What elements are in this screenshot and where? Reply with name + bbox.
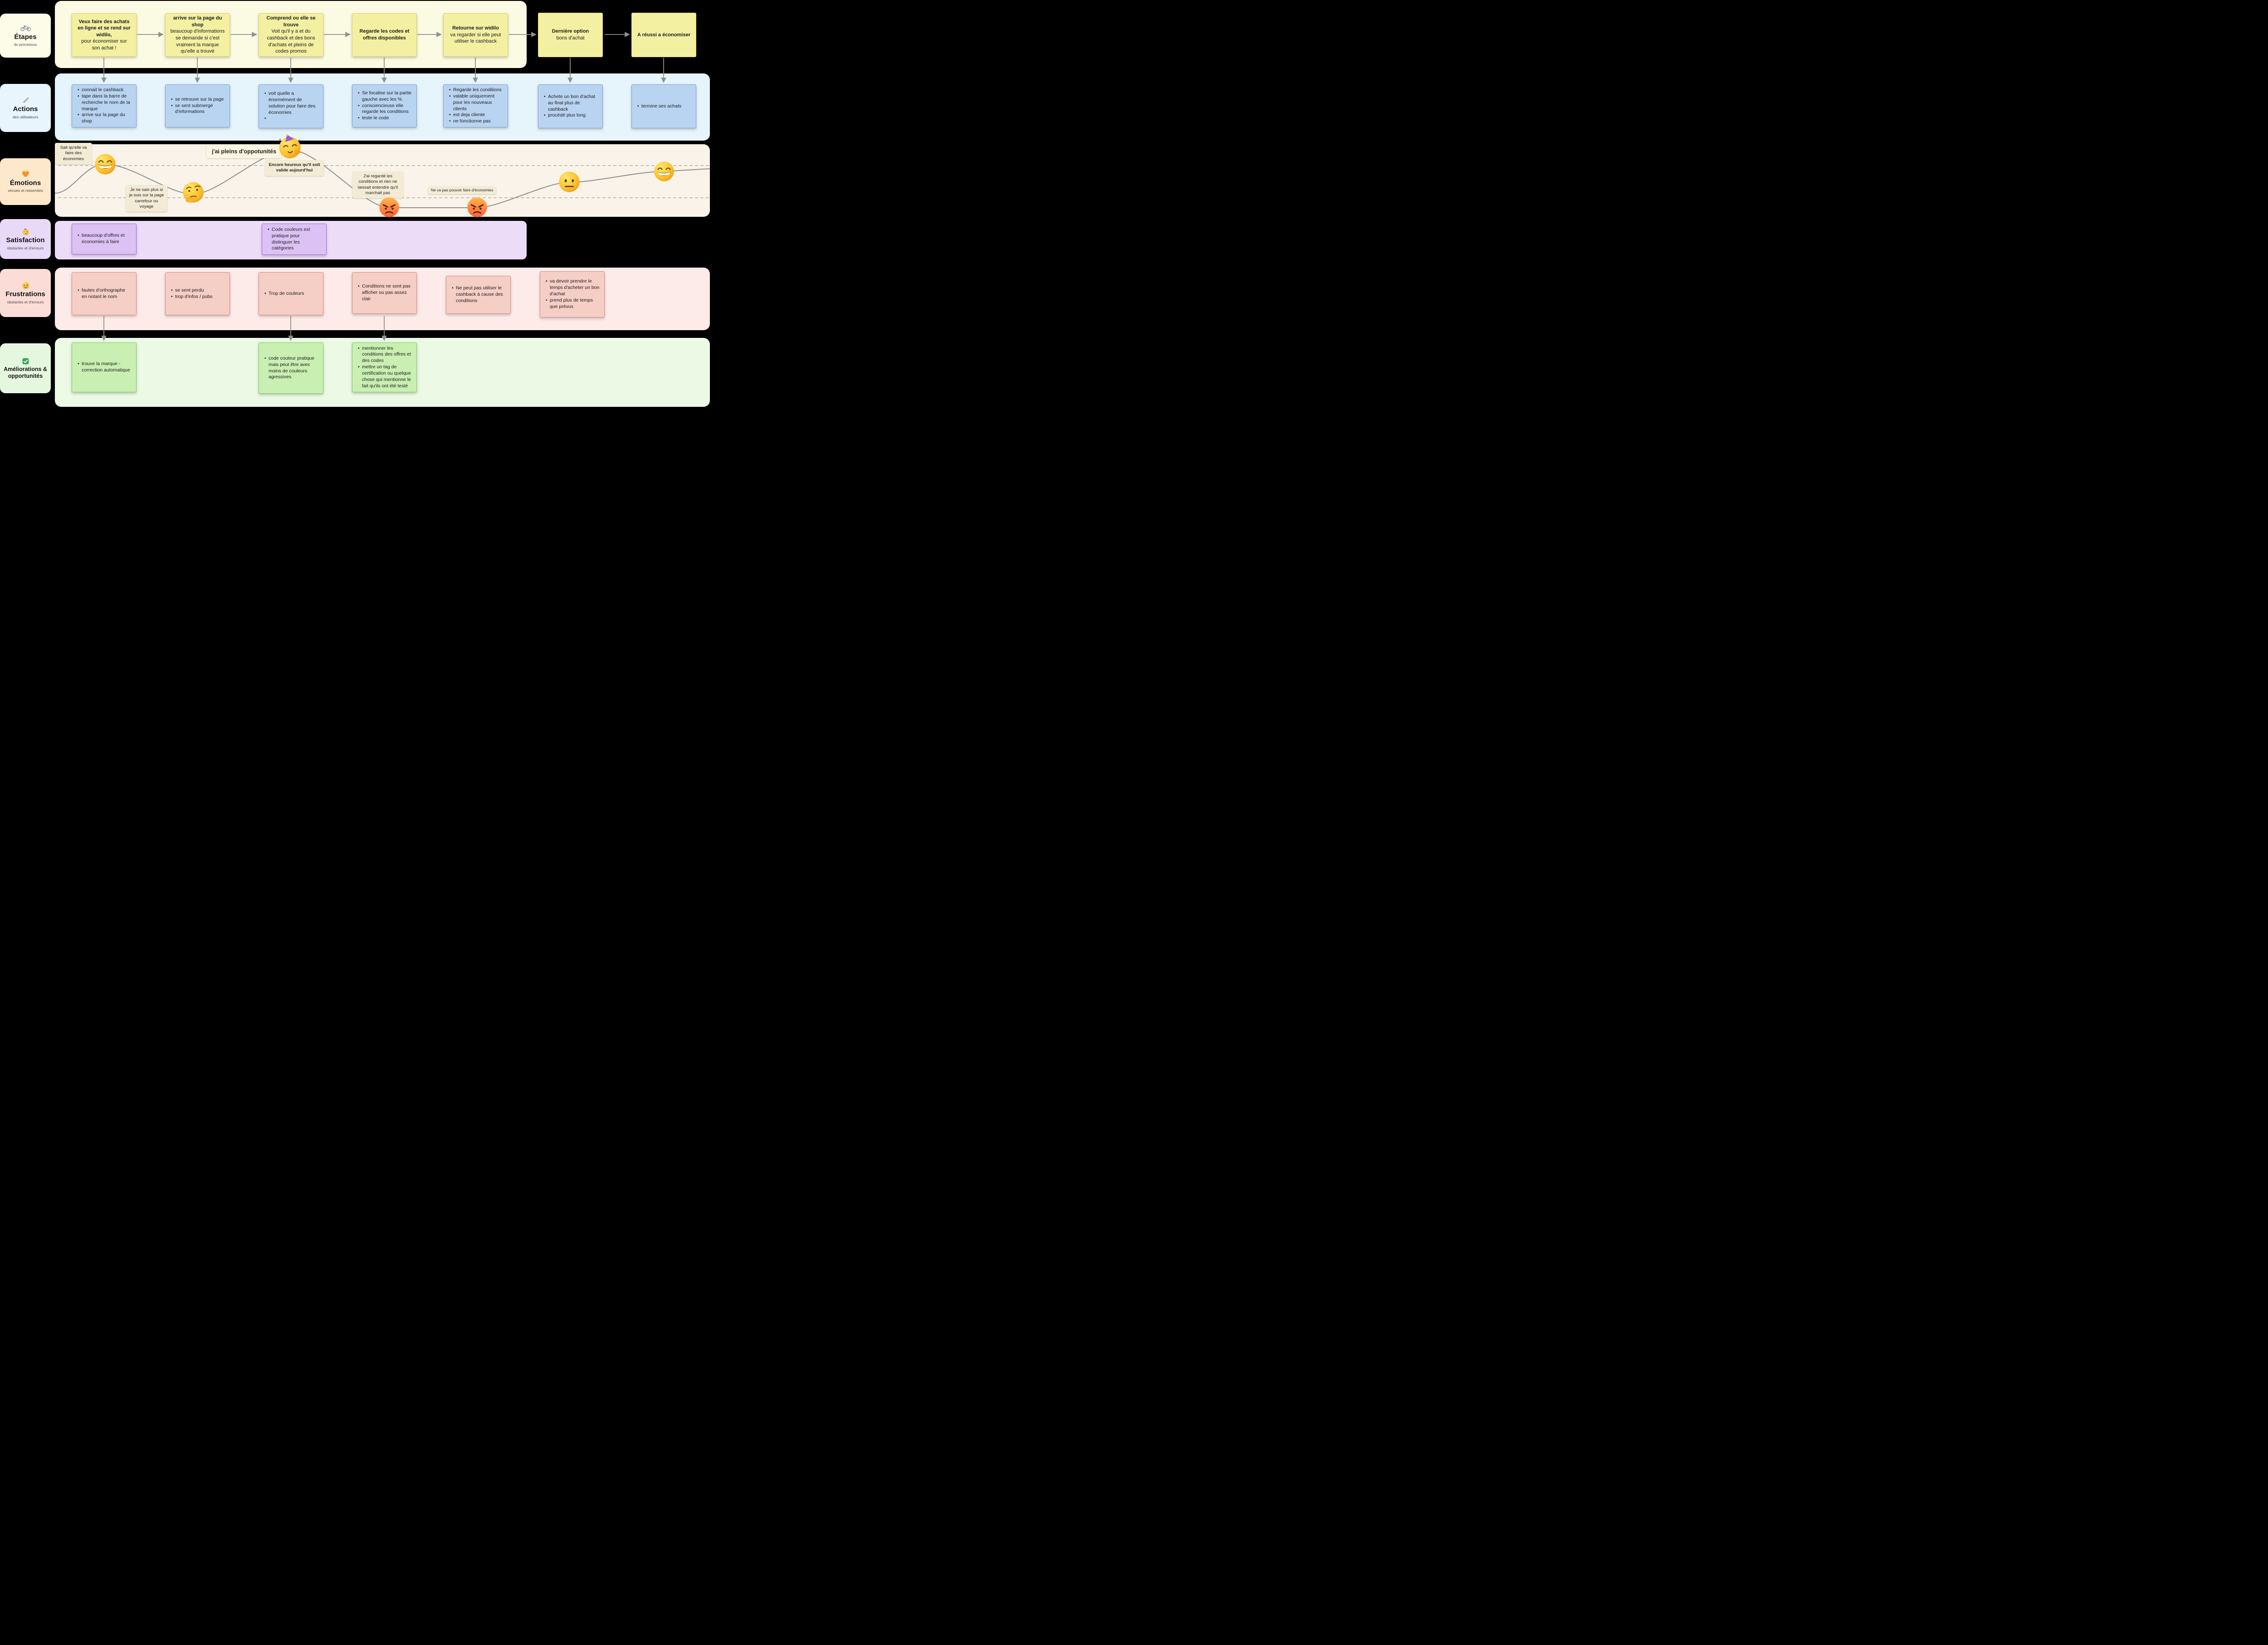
bicycle-icon [20, 24, 31, 32]
note-text: Comprend ou elle se trouve Voit qu'il y … [266, 15, 316, 54]
grinning-face-emoji[interactable] [94, 153, 117, 176]
sticky-note-frustration-2[interactable]: se sent perdutrop d'infos / pubs [165, 272, 230, 315]
sticky-note-frustration-1[interactable]: fautes d'orthographe en notant le nom [72, 272, 137, 315]
note-bullets: beaucoup d'offres et économies à faire [77, 233, 132, 245]
sticky-note-etape-2[interactable]: arrive sur la page du shop beaucoup d'in… [165, 13, 230, 57]
emotion-label-4[interactable]: Encore heureux qu'il soit valide aujourd… [265, 160, 324, 176]
sticky-note-etape-4[interactable]: Regarde les codes et offres disponibles [352, 13, 417, 57]
note-bullets: va devoir prendre le temps d'acheter un … [545, 278, 600, 310]
sticky-note-frustration-4[interactable]: Conditions ne sont pas afficher ou pas a… [352, 272, 417, 314]
sticky-note-action-2[interactable]: se retrouve sur la pagese sent submergé … [165, 84, 230, 127]
confounded-face-icon [22, 282, 29, 289]
journey-map-board: Étapes du processus Actions des utilisat… [0, 0, 711, 407]
lane-subtitle: vécues et ressenties [8, 188, 43, 193]
note-bullets: Code couleurs est pratique pour distingu… [267, 227, 322, 252]
emotion-label-2[interactable]: Je ne sais plus si je suis sur la page c… [126, 185, 167, 212]
sticky-note-action-5[interactable]: Regarde les conditionsvalable uniquement… [443, 84, 508, 127]
sticky-note-etape-7[interactable]: A réussi a économiser [631, 13, 696, 57]
note-bullets: fautes d'orthographe en notant le nom [77, 288, 132, 300]
lane-title: Émotions [10, 179, 41, 187]
lane-subtitle: du processus [14, 42, 37, 47]
lane-header-etapes[interactable]: Étapes du processus [0, 14, 51, 58]
note-text: A réussi a économiser [637, 32, 690, 38]
grinning-face-emoji[interactable] [653, 161, 675, 182]
note-text: Retourne sur widilo va regarder si elle … [450, 25, 501, 44]
sticky-note-amelioration-2[interactable]: code couleur pratique mais peut être ave… [259, 342, 323, 394]
lane-header-actions[interactable]: Actions des utilisateurs [0, 84, 51, 132]
lane-header-ameliorations[interactable]: Améliorations & opportunités [0, 343, 51, 393]
note-bullets: Conditions ne sont pas afficher ou pas a… [357, 283, 412, 303]
note-bullets: connait le cashbacktape dans la barre de… [77, 87, 132, 125]
partying-face-icon [22, 228, 29, 235]
lane-subtitle: obstacles et d'erreurs [7, 245, 44, 250]
note-bullets: mentionner les conditions des offres et … [357, 346, 412, 390]
lane-header-frustrations[interactable]: Frustrations obstacles et d'erreurs [0, 269, 51, 317]
note-bullets: se retrouve sur la pagese sent submergé … [170, 97, 225, 116]
lane-header-satisfaction[interactable]: Satisfaction obstacles et d'erreurs [0, 219, 51, 259]
angry-face-emoji[interactable] [378, 196, 400, 218]
sticky-note-etape-3[interactable]: Comprend ou elle se trouve Voit qu'il y … [259, 13, 323, 57]
sticky-note-etape-5[interactable]: Retourne sur widilo va regarder si elle … [443, 13, 508, 57]
note-bullets: termine ses achats [636, 103, 691, 110]
orange-heart-icon [22, 171, 29, 178]
sticky-note-satisfaction-1[interactable]: beaucoup d'offres et économies à faire [72, 224, 137, 254]
note-bullets: Trop de couleurs [264, 291, 318, 297]
sticky-note-amelioration-3[interactable]: mentionner les conditions des offres et … [352, 342, 417, 392]
emotion-label-5[interactable]: J'ai regardé les conditions et rien ne l… [352, 171, 403, 199]
lane-header-emotions[interactable]: Émotions vécues et ressenties [0, 158, 51, 205]
sticky-note-etape-6[interactable]: Dernière option bons d'achat [538, 13, 603, 57]
lane-subtitle: des utilisateurs [12, 114, 39, 119]
note-text: Veux faire des achats en ligne et se ren… [78, 19, 131, 51]
emotion-label-3[interactable]: j'ai pleins d'oppotunités [206, 145, 282, 159]
lane-title: Étapes [14, 33, 37, 41]
lane-title: Satisfaction [6, 236, 45, 244]
lane-title: Améliorations & opportunités [4, 366, 47, 379]
note-text: Dernière option bons d'achat [552, 29, 589, 41]
sticky-note-action-1[interactable]: connait le cashbacktape dans la barre de… [72, 84, 137, 127]
neutral-face-emoji[interactable] [558, 171, 581, 193]
note-text: arrive sur la page du shop beaucoup d'in… [170, 15, 225, 54]
lane-title: Frustrations [5, 290, 45, 298]
note-bullets: Ne peut pas utiliser le cashback à cause… [451, 285, 506, 304]
sticky-note-frustration-5[interactable]: Ne peut pas utiliser le cashback à cause… [446, 276, 511, 314]
thinking-face-emoji[interactable] [182, 181, 205, 204]
sticky-note-action-7[interactable]: termine ses achats [631, 84, 696, 128]
sticky-note-satisfaction-2[interactable]: Code couleurs est pratique pour distingu… [262, 224, 327, 255]
note-bullets: trouve la marque - correction automatiqu… [77, 361, 132, 374]
sticky-note-action-6[interactable]: Achete un bon d'achat au final plus de c… [538, 84, 603, 128]
writing-hand-icon [22, 97, 29, 104]
note-bullets: Se focalise sur la partie gauche avec le… [357, 90, 412, 122]
note-bullets: Regarde les conditionsvalable uniquement… [448, 87, 503, 125]
partying-face-emoji[interactable] [277, 133, 303, 159]
sticky-note-amelioration-1[interactable]: trouve la marque - correction automatiqu… [72, 342, 137, 392]
sticky-note-action-4[interactable]: Se focalise sur la partie gauche avec le… [352, 84, 417, 127]
note-bullets: code couleur pratique mais peut être ave… [264, 356, 318, 381]
lane-title: Actions [13, 105, 38, 113]
note-bullets: voit quelle a énormément de solution pou… [264, 91, 318, 122]
check-mark-icon [22, 357, 29, 365]
emotion-label-6[interactable]: Ne va pas pouvoir faire d'économies [428, 186, 497, 195]
sticky-note-frustration-3[interactable]: Trop de couleurs [259, 272, 323, 315]
emotion-label-1[interactable]: Sait qu'elle va faire des économies [55, 143, 92, 165]
lane-subtitle: obstacles et d'erreurs [7, 299, 44, 304]
note-bullets: se sent perdutrop d'infos / pubs [170, 288, 225, 300]
angry-face-emoji[interactable] [466, 196, 488, 218]
note-text: Regarde les codes et offres disponibles [359, 29, 410, 41]
note-bullets: Achete un bon d'achat au final plus de c… [543, 94, 598, 119]
sticky-note-action-3[interactable]: voit quelle a énormément de solution pou… [259, 84, 323, 128]
sticky-note-frustration-6[interactable]: va devoir prendre le temps d'acheter un … [540, 271, 605, 317]
sticky-note-etape-1[interactable]: Veux faire des achats en ligne et se ren… [72, 13, 137, 57]
